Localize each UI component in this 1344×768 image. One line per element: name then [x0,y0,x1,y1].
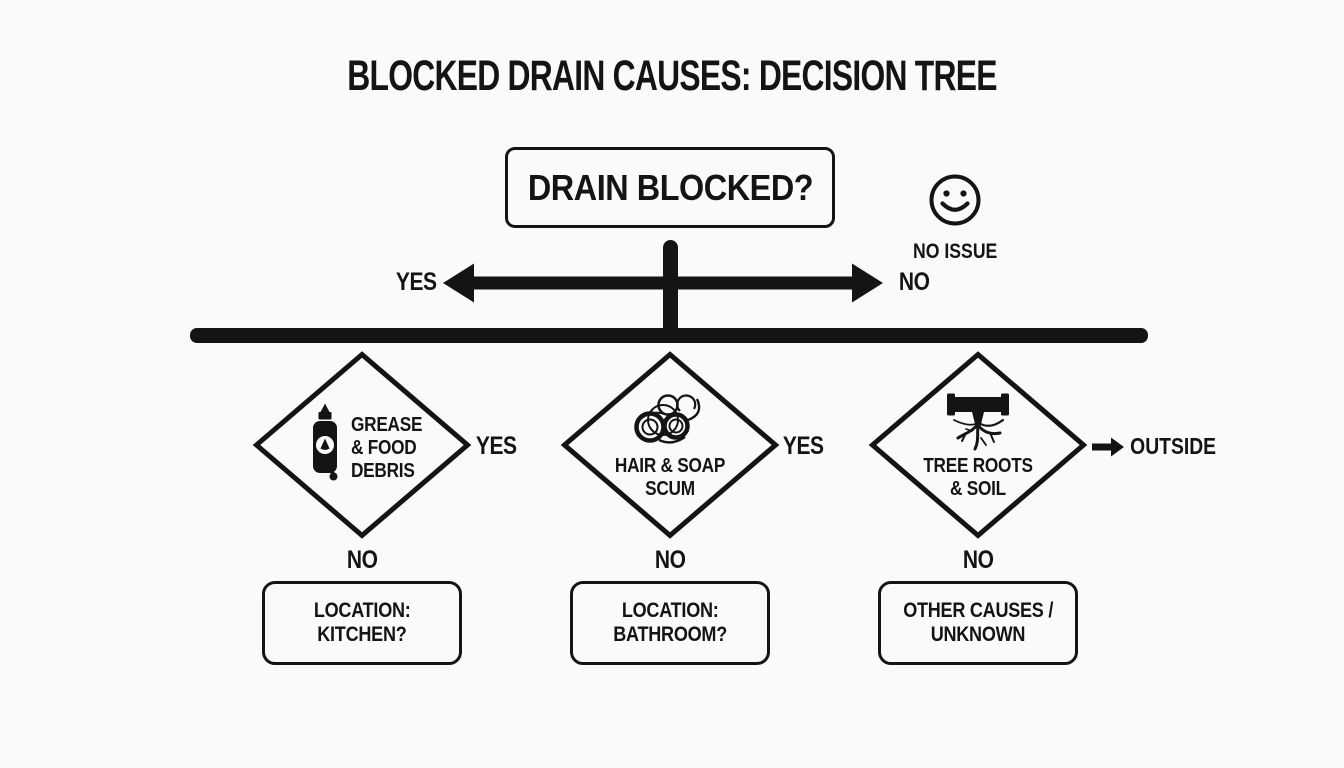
branch-divider-line [190,328,1148,343]
no-issue-label: NO ISSUE [912,240,998,263]
diagram-title: BLOCKED DRAIN CAUSES: DECISION TREE [347,52,997,100]
diamond-grease-food [252,350,472,540]
root-yes-label: YES [395,268,437,296]
branch1-yes-label: YES [475,432,517,460]
outside-arrow-icon [1092,437,1124,457]
bathroom-location-box: LOCATION: BATHROOM? [570,581,770,665]
yes-no-double-arrow [443,262,883,304]
branch3-outside-label: OUTSIDE [1130,433,1217,459]
root-no-label: NO [898,268,930,296]
smiley-face-icon [928,173,982,227]
pipe-tree-roots-icon [943,390,1013,452]
root-question-label: DRAIN BLOCKED? [527,166,813,208]
diamond-grease-food-label: GREASE & FOOD DEBRIS [351,413,423,482]
sauce-bottle-icon [310,403,340,481]
branch1-no-label: NO [346,546,378,574]
root-question-box: DRAIN BLOCKED? [505,147,835,228]
branch3-no-label: NO [962,546,994,574]
other-causes-box: OTHER CAUSES / UNKNOWN [878,581,1078,665]
hair-coil-icon [632,392,708,446]
branch2-no-label: NO [654,546,686,574]
diamond-hair-soap-label: HAIR & SOAP SCUM [614,454,726,500]
diamond-tree-roots-label: TREE ROOTS & SOIL [923,454,1033,500]
diamond-hair-soap [560,350,780,540]
branch2-yes-label: YES [782,432,824,460]
kitchen-location-box: LOCATION: KITCHEN? [262,581,462,665]
